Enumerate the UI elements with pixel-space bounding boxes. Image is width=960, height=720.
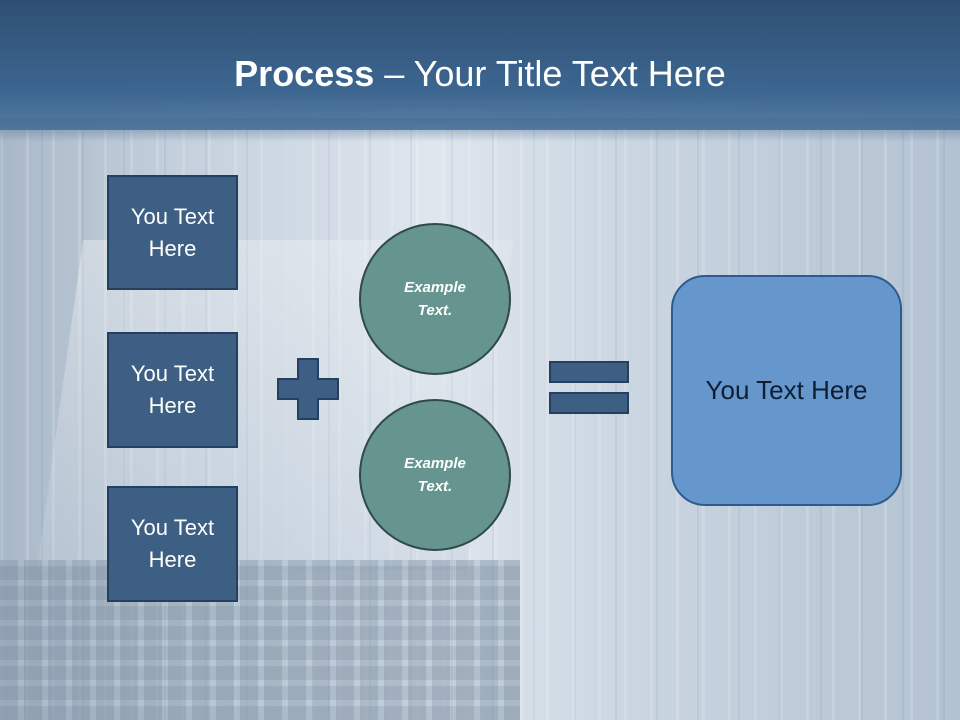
example-circle-1-line2: Text. <box>417 302 453 319</box>
result-box: You Text Here <box>671 275 902 506</box>
input-box-1-line2: Here <box>148 235 197 261</box>
title-rest: – Your Title Text Here <box>374 53 726 94</box>
plus-icon <box>277 358 339 420</box>
input-box-1-line1: You Text <box>130 203 215 229</box>
input-box-2-line1: You Text <box>130 361 215 386</box>
background-keyboard <box>0 560 520 720</box>
example-circle-1-line1: Example <box>404 279 466 296</box>
input-box-3-line2: Here <box>148 547 197 572</box>
input-box-2-line2: Here <box>148 393 197 418</box>
slide-title: Process – Your Title Text Here <box>0 52 960 96</box>
input-box-3-line1: You Text <box>130 515 215 540</box>
equals-icon <box>549 361 629 414</box>
title-bold: Process <box>234 53 375 94</box>
example-circle-2-line2: Text. <box>417 478 453 495</box>
title-bar <box>0 0 960 130</box>
result-label: You Text Here <box>705 375 868 405</box>
title-bar-fade <box>0 118 960 142</box>
example-circle-2-line1: Example <box>404 455 466 472</box>
